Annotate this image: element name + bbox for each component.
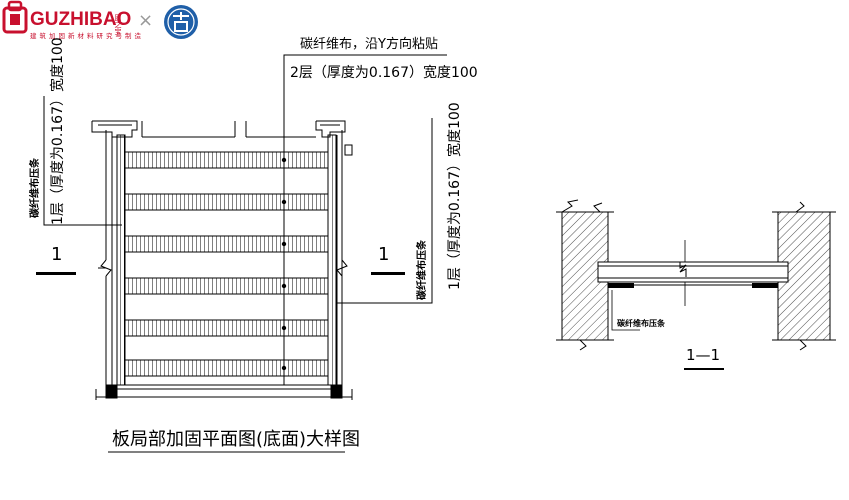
plan-title: 板局部加固平面图(底面)大样图 <box>112 429 360 450</box>
leader-lines <box>43 54 447 304</box>
left-label-a: 碳纤维布压条 <box>28 157 41 218</box>
guzhibao-logo-icon <box>2 0 28 34</box>
plan-right-wall <box>327 130 348 386</box>
anchor-points <box>281 157 287 371</box>
times-sign: × <box>138 10 153 31</box>
brand-name: GUZHIBAO <box>30 9 131 30</box>
section-view: 碳纤维布压条 1—1 <box>556 199 836 370</box>
anchor-point <box>281 365 287 371</box>
cfrp-strip <box>124 359 329 377</box>
brand-slogan: 建筑加固新材料研究与制造 <box>30 31 144 40</box>
cfrp-strip <box>124 193 329 211</box>
section-mark-left-text: 1 <box>51 244 62 265</box>
right-label-a: 碳纤维布压条 <box>415 239 428 300</box>
plan-left-wall <box>98 130 126 386</box>
partner-badge-icon <box>164 5 198 39</box>
anchor-point <box>281 241 287 247</box>
section-mark-right: 1 <box>371 244 405 275</box>
top-label-line1: 碳纤维布，沿Y方向粘贴 <box>300 36 438 52</box>
cfrp-strip <box>124 277 329 295</box>
brand-logo: GUZHIBAO 固之宝 建筑加固新材料研究与制造 × <box>2 0 198 40</box>
cfrp-strip <box>124 235 329 253</box>
plan-bottom-wall <box>95 384 353 400</box>
anchor-point <box>281 283 287 289</box>
cfrp-strip <box>124 151 329 169</box>
section-label: 碳纤维布压条 <box>617 318 666 328</box>
left-label-b: 1层（厚度为0.167）宽度100 <box>49 37 66 225</box>
brand-side-text: 固之宝 <box>114 14 122 35</box>
cfrp-strip <box>124 319 329 337</box>
cfrp-strips <box>124 151 329 377</box>
section-leader <box>611 290 640 331</box>
section-title: 1—1 <box>686 346 720 364</box>
anchor-point <box>281 325 287 331</box>
section-slab <box>597 240 789 306</box>
plan-top-wall <box>91 120 353 156</box>
section-mark-right-text: 1 <box>378 244 389 265</box>
anchor-point <box>281 199 287 205</box>
top-label-line2: 2层（厚度为0.167）宽度100 <box>290 64 478 81</box>
plan-view: 碳纤维布，沿Y方向粘贴 2层（厚度为0.167）宽度100 碳纤维布压条 1层（… <box>28 36 478 453</box>
right-label-b: 1层（厚度为0.167）宽度100 <box>446 102 463 290</box>
section-mark-left: 1 <box>36 244 76 275</box>
